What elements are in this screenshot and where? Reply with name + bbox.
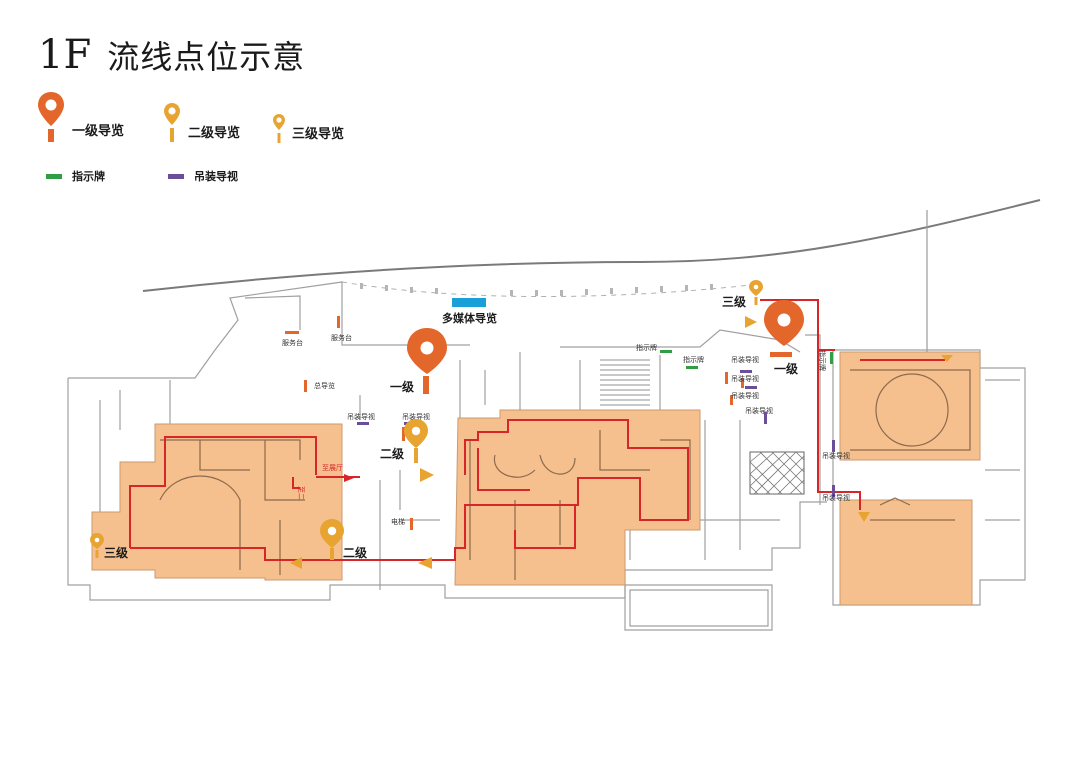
multimedia-guide-label: 多媒体导览 xyxy=(442,311,497,325)
hatched-area xyxy=(749,451,805,495)
level3-left-label: 三级 xyxy=(104,545,128,560)
legend-level2: 二级导览 xyxy=(162,101,240,142)
level1-pin-icon xyxy=(38,92,64,142)
hanging-label-c: 吊装导视 xyxy=(731,355,759,364)
level2-center-label: 二级 xyxy=(380,446,404,461)
floor-label: 1F xyxy=(38,32,92,78)
legend-sign-label: 指示牌 xyxy=(72,170,105,183)
level2-marker-bottom: 二级 xyxy=(320,519,367,560)
legend-hanging: 吊装导视 xyxy=(168,168,238,184)
to-hall-label: 至展厅 xyxy=(322,464,343,472)
level2-marker-center: 二级 xyxy=(380,419,428,463)
exhibit-zone-east-south xyxy=(839,499,973,606)
legend-hanging-label: 吊装导视 xyxy=(194,170,238,183)
visitor-route xyxy=(129,299,945,561)
exhibit-interior-walls xyxy=(159,369,971,580)
service-desk-label-1: 服务台 xyxy=(282,338,303,347)
site-boundary-curve xyxy=(142,199,1041,292)
legend-sign: 指示牌 xyxy=(46,168,105,184)
hanging-label-a: 吊装导视 xyxy=(347,412,375,421)
sign-label-c: 指示牌 xyxy=(818,350,827,371)
auditorium-seats xyxy=(600,359,650,406)
legend-level3-label: 三级导览 xyxy=(292,126,345,142)
elevator-label: 电梯 xyxy=(391,517,405,526)
exhibit-zones xyxy=(91,351,981,606)
title-caption: 流线点位示意 xyxy=(107,38,306,76)
exhibit-zone-east-north xyxy=(839,351,981,461)
multimedia-guide-marker xyxy=(452,298,486,307)
level1-center-label: 一级 xyxy=(390,379,414,394)
level3-pin-icon xyxy=(273,114,285,143)
hanging-label-b: 吊装导视 xyxy=(402,412,430,421)
general-guide-label: 总导览 xyxy=(314,381,335,390)
page-title: 1F 流线点位示意 xyxy=(38,32,305,78)
colonnade-arc xyxy=(341,281,761,298)
hanging-label-e: 吊装导视 xyxy=(731,391,759,400)
colonnade-columns xyxy=(360,283,713,296)
building-walls xyxy=(67,281,1026,631)
level1-marker-right: 一级 xyxy=(764,300,804,376)
level1-right-label: 一级 xyxy=(774,361,798,376)
level3-top-label: 三级 xyxy=(722,294,746,309)
hanging-swatch-icon xyxy=(168,173,184,179)
legend-level1: 一级导览 xyxy=(36,90,124,142)
hanging-label-h: 吊装导视 xyxy=(822,493,850,502)
hanging-label-f: 吊装导视 xyxy=(745,406,773,415)
level1-marker-center: 一级 xyxy=(390,328,447,394)
direction-sign-markers xyxy=(660,350,833,369)
legend-level1-label: 一级导览 xyxy=(72,123,125,139)
route-arrows xyxy=(290,316,953,569)
guide-posts xyxy=(285,316,744,530)
level3-marker-top: 三级 xyxy=(722,280,763,309)
sign-label-b: 指示牌 xyxy=(683,355,704,364)
legend-level2-label: 二级导览 xyxy=(188,126,241,141)
hanging-label-g: 吊装导视 xyxy=(822,451,850,460)
level2-bottom-label: 二级 xyxy=(343,545,367,560)
level2-pin-icon xyxy=(164,103,180,142)
small-note-label: 至二 xyxy=(297,486,305,500)
service-desk-label-2: 服务台 xyxy=(331,333,352,342)
legend-level3: 三级导览 xyxy=(272,113,344,143)
sign-swatch-icon xyxy=(46,173,62,179)
sign-label-a: 指示牌 xyxy=(636,343,657,352)
hanging-label-d: 吊装导视 xyxy=(731,374,759,383)
level3-marker-left: 三级 xyxy=(90,533,128,560)
